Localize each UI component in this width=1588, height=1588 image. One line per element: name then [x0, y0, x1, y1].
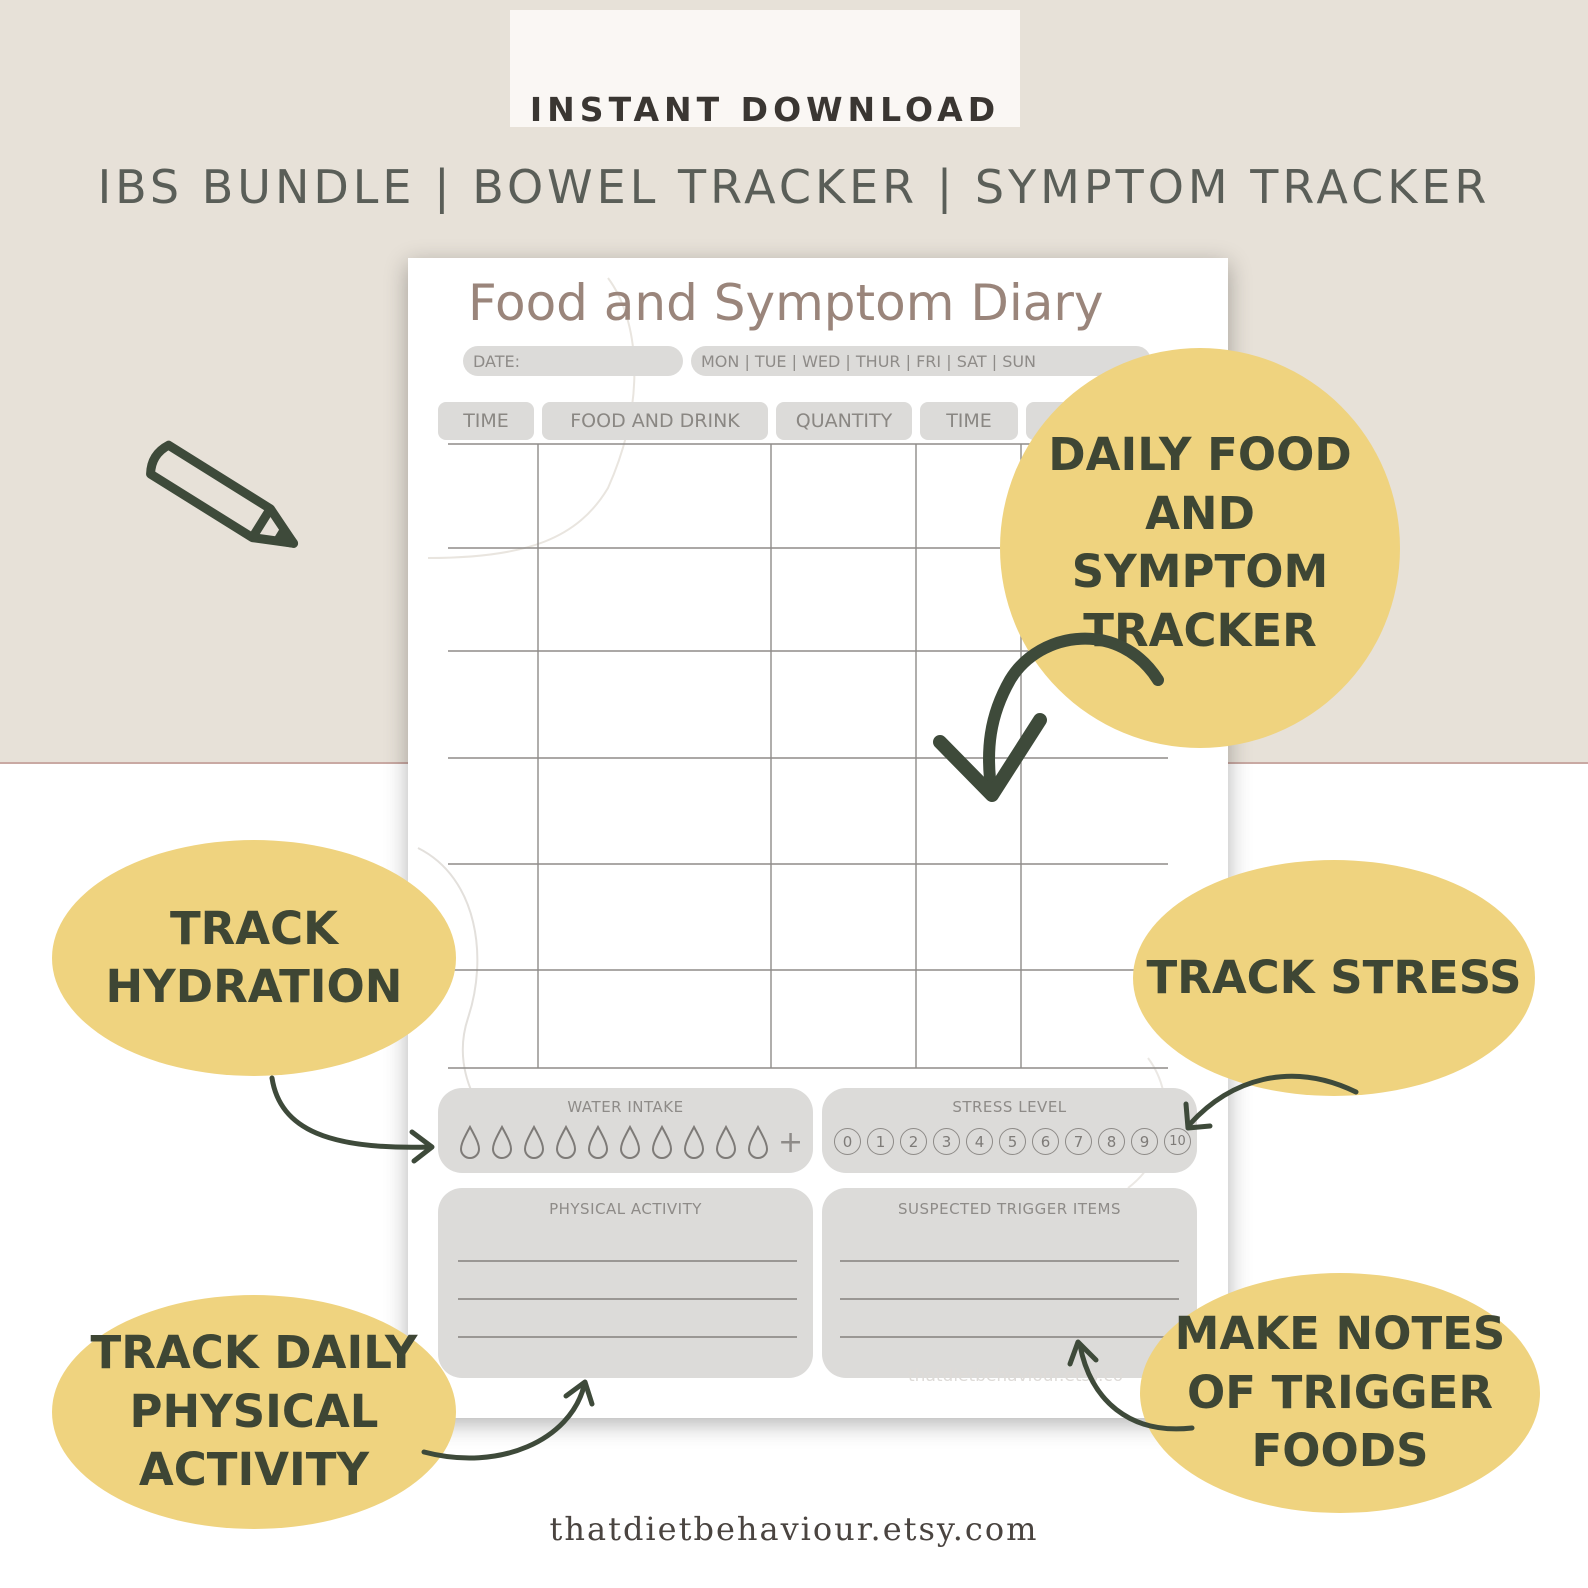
trigger-line[interactable] [840, 1298, 1179, 1300]
water-drops: + [454, 1124, 803, 1160]
diary-title: Food and Symptom Diary [468, 274, 1104, 332]
stress-level-option[interactable]: 8 [1098, 1128, 1125, 1155]
trigger-items-panel: SUSPECTED TRIGGER ITEMS [822, 1188, 1197, 1378]
column-header-quantity: QUANTITY [776, 402, 912, 440]
callout-stress: TRACK STRESS [1133, 860, 1535, 1096]
date-label: DATE: [473, 351, 521, 371]
activity-line[interactable] [458, 1260, 797, 1262]
water-drop-icon[interactable] [678, 1124, 710, 1160]
stress-level-option[interactable]: 9 [1131, 1128, 1158, 1155]
water-drop-icon[interactable] [582, 1124, 614, 1160]
trigger-line[interactable] [840, 1260, 1179, 1262]
water-drop-icon[interactable] [550, 1124, 582, 1160]
badge-text: INSTANT DOWNLOAD [529, 90, 1001, 129]
arrow-stress-icon [1187, 1073, 1359, 1127]
day-selector[interactable]: MON | TUE | WED | THUR | FRI | SAT | SUN [691, 346, 1151, 376]
arrow-hydration-icon [269, 1075, 433, 1150]
callout-trigger-notes: MAKE NOTES OF TRIGGER FOODS [1140, 1273, 1540, 1513]
diary-sheet: Food and Symptom Diary DATE: MON | TUE |… [408, 258, 1228, 1418]
trigger-line[interactable] [840, 1336, 1179, 1338]
callout-physical-activity: TRACK DAILY PHYSICAL ACTIVITY [52, 1295, 456, 1529]
column-header-time: TIME [438, 402, 534, 440]
arrow-activity-icon [421, 1383, 587, 1461]
stress-level-option[interactable]: 10 [1164, 1128, 1191, 1155]
water-drop-icon[interactable] [518, 1124, 550, 1160]
water-drop-icon[interactable] [646, 1124, 678, 1160]
water-drop-icon[interactable] [742, 1124, 774, 1160]
activity-line[interactable] [458, 1336, 797, 1338]
water-drop-icon[interactable] [710, 1124, 742, 1160]
stress-level-option[interactable]: 7 [1065, 1128, 1092, 1155]
column-header-time-2: TIME [920, 402, 1018, 440]
pencil-icon [146, 440, 299, 548]
stress-level-label: STRESS LEVEL [952, 1098, 1067, 1116]
water-intake-panel: WATER INTAKE + [438, 1088, 813, 1173]
stress-level-option[interactable]: 0 [834, 1128, 861, 1155]
callout-hydration: TRACK HYDRATION [52, 840, 456, 1076]
stress-level-option[interactable]: 2 [900, 1128, 927, 1155]
water-drop-icon[interactable] [614, 1124, 646, 1160]
stress-level-option[interactable]: 1 [867, 1128, 894, 1155]
days-label: MON | TUE | WED | THUR | FRI | SAT | SUN [701, 351, 1037, 371]
date-field[interactable]: DATE: [463, 346, 683, 376]
stress-level-panel: STRESS LEVEL 0 1 2 3 4 5 6 7 8 9 10 [822, 1088, 1197, 1173]
stress-level-option[interactable]: 3 [933, 1128, 960, 1155]
arrow-notes-icon [1077, 1342, 1195, 1432]
stress-scale: 0 1 2 3 4 5 6 7 8 9 10 [834, 1128, 1197, 1155]
trigger-items-label: SUSPECTED TRIGGER ITEMS [898, 1200, 1121, 1218]
physical-activity-panel: PHYSICAL ACTIVITY [438, 1188, 813, 1378]
water-drop-icon[interactable] [486, 1124, 518, 1160]
water-intake-label: WATER INTAKE [567, 1098, 684, 1116]
physical-activity-label: PHYSICAL ACTIVITY [549, 1200, 702, 1218]
instant-download-badge: INSTANT DOWNLOAD [510, 10, 1020, 129]
water-drop-icon[interactable] [454, 1124, 486, 1160]
shop-url[interactable]: thatdietbehaviour.etsy.com [549, 1510, 1039, 1548]
headline: IBS BUNDLE | BOWEL TRACKER | SYMPTOM TRA… [97, 160, 1491, 214]
stress-level-option[interactable]: 6 [1032, 1128, 1059, 1155]
activity-line[interactable] [458, 1298, 797, 1300]
arrow-daily-icon [983, 632, 1164, 801]
callout-daily-tracker: DAILY FOOD AND SYMPTOM TRACKER [1000, 348, 1400, 748]
arrow-daily-head-icon [933, 713, 1047, 802]
stress-level-option[interactable]: 5 [999, 1128, 1026, 1155]
sheet-watermark: thatdietbehaviour.etsy.co [908, 1366, 1124, 1386]
add-water-icon[interactable]: + [778, 1124, 804, 1160]
column-header-food: FOOD AND DRINK [542, 402, 768, 440]
stress-level-option[interactable]: 4 [966, 1128, 993, 1155]
